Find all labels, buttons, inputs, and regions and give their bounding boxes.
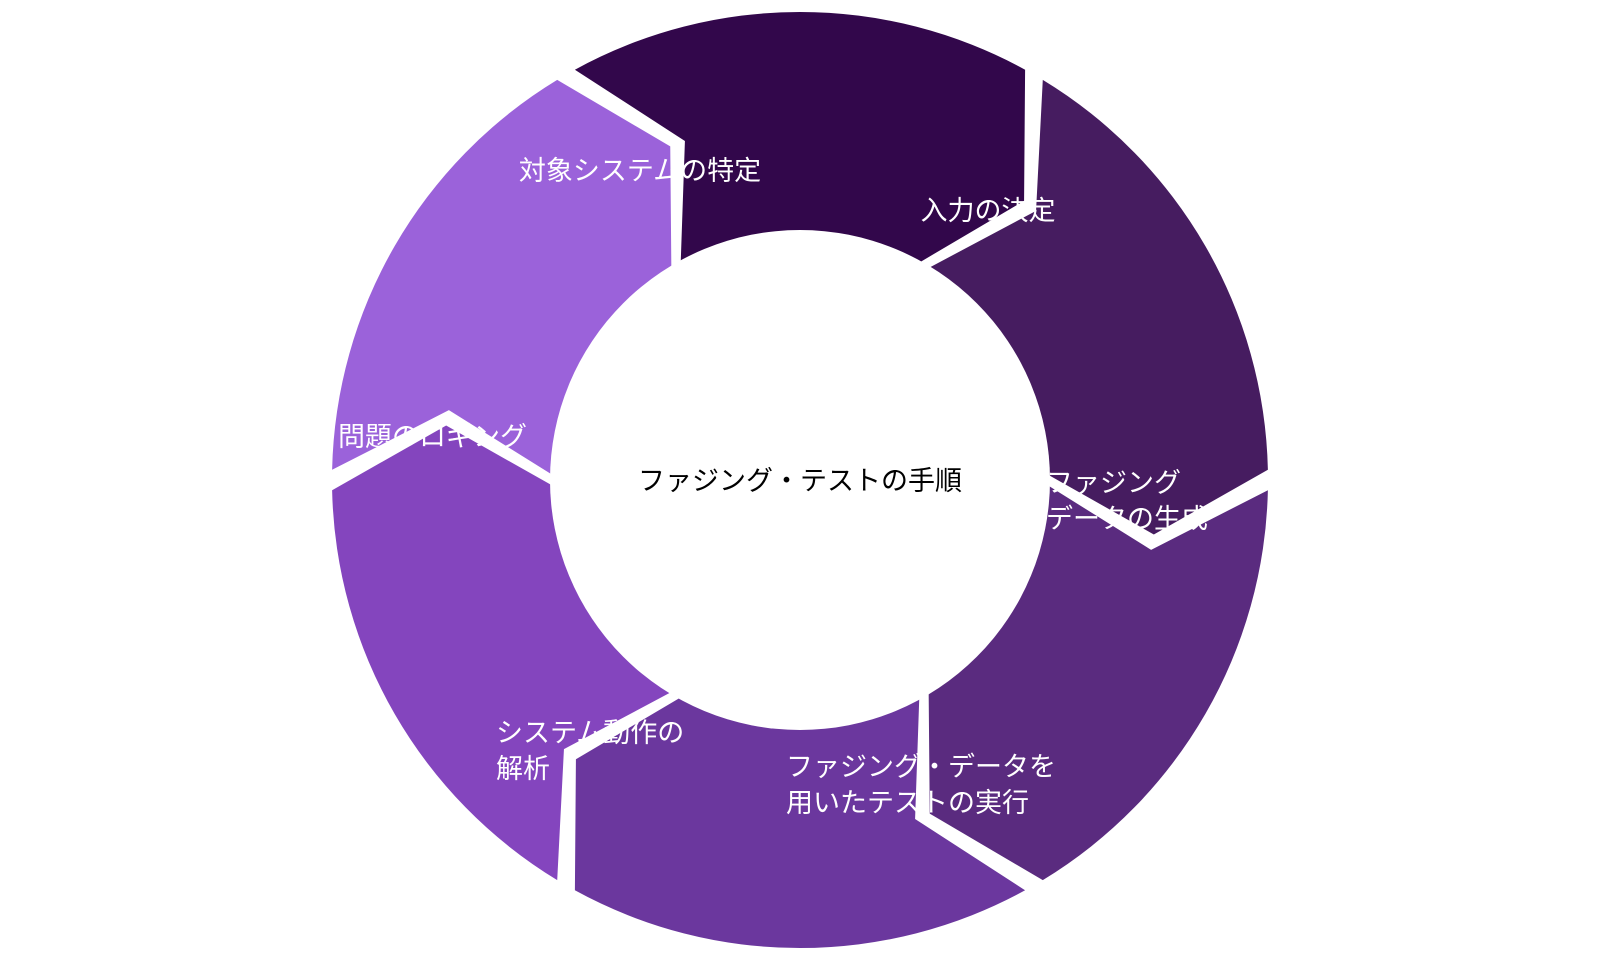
step-label-line: 解析 — [496, 754, 550, 785]
step-label-6: 問題のロギング — [338, 422, 527, 453]
step-label-5: システム動作の解析 — [496, 718, 684, 785]
step-label-line: データの生成 — [1046, 504, 1208, 535]
step-label-1: 対象システムの特定 — [519, 156, 761, 187]
cycle-segment-6 — [332, 79, 672, 475]
step-label-line: システム動作の — [496, 718, 684, 749]
center-circle — [550, 230, 1050, 730]
center-title: ファジング・テストの手順 — [638, 466, 962, 497]
step-label-3: ファジングデータの生成 — [1046, 468, 1208, 535]
cycle-segments — [332, 11, 1268, 949]
cycle-segment-3 — [928, 485, 1268, 881]
step-labels: 対象システムの特定入力の決定ファジングデータの生成ファジング・データを用いたテス… — [338, 156, 1208, 819]
step-label-line: 問題のロギング — [338, 422, 527, 453]
step-label-line: 入力の決定 — [921, 196, 1056, 227]
step-label-line: 対象システムの特定 — [519, 156, 761, 187]
step-label-line: ファジング — [1046, 468, 1181, 499]
cycle-segment-4 — [574, 697, 1026, 949]
step-label-line: 用いたテストの実行 — [786, 788, 1029, 819]
step-label-2: 入力の決定 — [921, 196, 1056, 227]
step-label-line: ファジング・データを — [786, 752, 1056, 783]
cycle-segment-2 — [928, 79, 1268, 535]
cycle-segment-5 — [332, 425, 672, 881]
cycle-segment-1 — [574, 11, 1026, 263]
step-label-4: ファジング・データを用いたテストの実行 — [786, 752, 1056, 819]
